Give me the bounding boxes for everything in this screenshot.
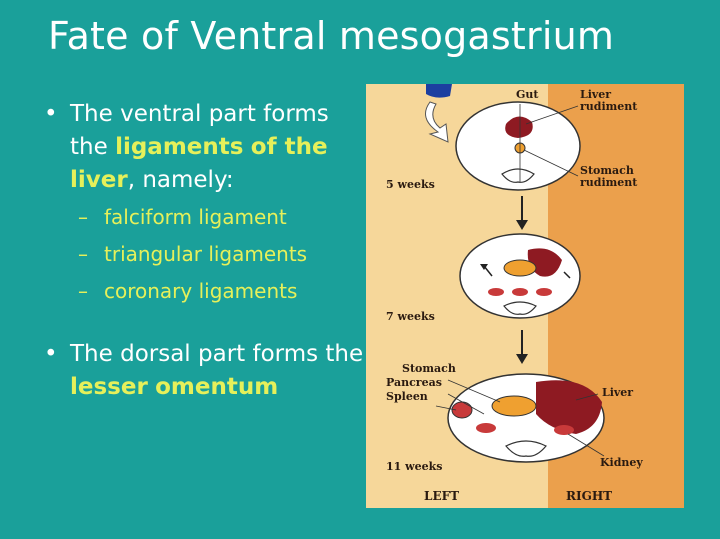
- label-stomach: Stomach: [402, 362, 456, 375]
- bullet-dot: •: [44, 101, 58, 127]
- label-kidney: Kidney: [600, 456, 643, 469]
- bullet-dorsal: • The dorsal part forms the lesser oment…: [44, 338, 364, 404]
- liver-rudiment-shape: [505, 116, 533, 138]
- down-arrow-icon: [516, 196, 528, 230]
- dash-icon: –: [78, 205, 88, 229]
- label-pancreas: Pancreas: [386, 376, 442, 389]
- label-stomach-rudiment-2: rudiment: [580, 176, 638, 189]
- label-stomach-rudiment-1: Stomach: [580, 164, 634, 177]
- dash-icon: –: [78, 242, 88, 266]
- liver-shape: [536, 380, 602, 434]
- bullet-ventral: • The ventral part forms the ligaments o…: [44, 98, 364, 197]
- section-5-weeks: [455, 101, 581, 191]
- bullet-dorsal-prefix: The dorsal part forms the: [70, 341, 364, 367]
- bullet-ventral-highlight-1: ligaments: [115, 134, 244, 160]
- bullet-dorsal-highlight-1: lesser: [70, 374, 148, 400]
- sub-item: – triangular ligaments: [78, 236, 364, 273]
- sub-list: – falciform ligament – triangular ligame…: [44, 199, 364, 310]
- bullet-dorsal-highlight-2: omentum: [155, 374, 279, 400]
- embryology-diagram: Gut Liver rudiment Stomach rudiment 5 we…: [366, 84, 684, 508]
- text-block: • The ventral part forms the ligaments o…: [44, 98, 364, 404]
- label-liver-rudiment-1: Liver: [580, 88, 611, 101]
- label-right: RIGHT: [566, 489, 612, 503]
- label-left: LEFT: [424, 489, 459, 503]
- section-7-weeks: [459, 233, 581, 319]
- curved-arrow-icon: [425, 84, 452, 143]
- stomach-shape: [491, 395, 537, 417]
- embryology-figure: Gut Liver rudiment Stomach rudiment 5 we…: [366, 84, 684, 508]
- bullet-dot: •: [44, 341, 58, 367]
- sub-item: – falciform ligament: [78, 199, 364, 236]
- sub-item-label: triangular ligaments: [104, 242, 308, 266]
- bullet-ventral-prefix: The ventral part forms the: [70, 101, 329, 160]
- sub-item: – coronary ligaments: [78, 273, 364, 310]
- label-7-weeks: 7 weeks: [386, 310, 435, 323]
- label-5-weeks: 5 weeks: [386, 178, 435, 191]
- down-arrow-icon: [516, 330, 528, 364]
- slide-title: Fate of Ventral mesogastrium: [48, 14, 615, 58]
- label-liver: Liver: [602, 386, 633, 399]
- sub-item-label: coronary ligaments: [104, 279, 298, 303]
- label-gut: Gut: [516, 88, 539, 101]
- dash-icon: –: [78, 279, 88, 303]
- sub-item-label: falciform ligament: [104, 205, 287, 229]
- label-11-weeks: 11 weeks: [386, 460, 442, 473]
- section-11-weeks: [435, 373, 605, 463]
- bullet-ventral-highlight-2: of the liver: [70, 134, 328, 193]
- label-liver-rudiment-2: rudiment: [580, 100, 638, 113]
- bullet-ventral-suffix: , namely:: [127, 167, 234, 193]
- label-spleen: Spleen: [386, 390, 428, 403]
